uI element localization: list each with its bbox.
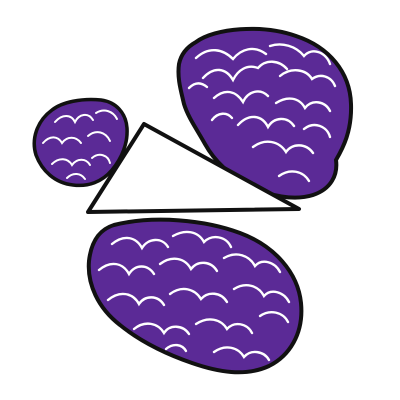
triangle-icon (86, 122, 301, 214)
small-brain-icon (32, 97, 129, 188)
triangle-outline (86, 122, 301, 214)
bottom-brain-icon (86, 217, 304, 375)
bottom-brain-outline (86, 217, 304, 375)
large-brain-icon (176, 26, 354, 200)
